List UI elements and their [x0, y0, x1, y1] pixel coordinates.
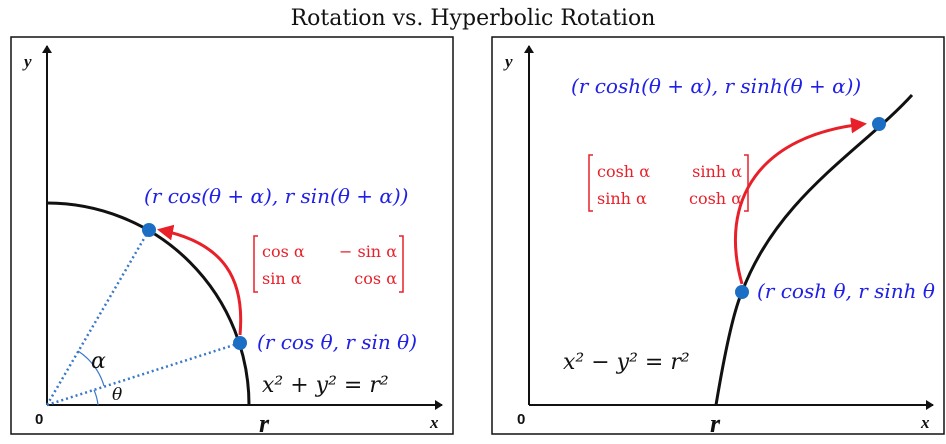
- alpha-angle-arc: [77, 350, 105, 387]
- hyperbolic-rotation-arrow: [733, 117, 867, 285]
- left-panel: y x 0 r α θ (r cos θ, r sin θ) (r cos(θ …: [10, 36, 454, 438]
- left-start-point: [233, 336, 247, 350]
- rotation-matrix: cos α − sin α sin α cos α: [253, 235, 404, 293]
- radius-theta-alpha-line: [45, 229, 151, 406]
- right-x-axis-label: x: [920, 413, 930, 432]
- matrix-r2c2: cos α: [354, 269, 397, 288]
- right-panel-frame: [491, 36, 945, 435]
- right-origin-label: 0: [517, 411, 525, 428]
- hmatrix-r2c2: cosh α: [689, 189, 742, 208]
- rotation-arrow: [157, 224, 243, 336]
- left-panel-frame: [10, 36, 454, 435]
- right-end-point: [872, 117, 886, 131]
- hmatrix-r1c1: cosh α: [597, 162, 650, 181]
- hmatrix-r1c2: sinh α: [692, 162, 742, 181]
- right-r-label: r: [710, 409, 721, 438]
- matrix-r1c2: − sin α: [339, 242, 397, 261]
- left-end-point: [142, 223, 156, 237]
- circle-arc: [46, 201, 251, 406]
- right-end-point-label: (r cosh(θ + α), r sinh(θ + α)): [571, 74, 861, 98]
- theta-angle-arc: [93, 389, 99, 406]
- theta-label: θ: [112, 385, 122, 405]
- left-r-label: r: [259, 409, 270, 438]
- matrix-left-bracket: [253, 235, 258, 293]
- hmatrix-r2c1: sinh α: [597, 189, 647, 208]
- right-panel: y x 0 r (r cosh θ, r sinh θ (r cosh(θ + …: [491, 36, 945, 438]
- circle-equation: x² + y² = r²: [262, 373, 389, 398]
- hmatrix-left-bracket: [588, 154, 593, 212]
- matrix-right-bracket: [399, 235, 404, 293]
- alpha-label: α: [91, 349, 106, 374]
- right-y-axis-label: y: [503, 52, 513, 71]
- left-x-axis-label: x: [429, 413, 439, 432]
- left-end-point-label: (r cos(θ + α), r sin(θ + α)): [144, 184, 408, 208]
- hyperbolic-matrix: cosh α sinh α sinh α cosh α: [588, 154, 749, 212]
- left-origin-label: 0: [35, 411, 43, 428]
- hmatrix-right-bracket: [744, 154, 749, 212]
- hyperbola-equation: x² − y² = r²: [563, 350, 690, 375]
- radius-theta-line: [46, 341, 241, 407]
- right-start-point-label: (r cosh θ, r sinh θ: [757, 279, 935, 303]
- matrix-r1c1: cos α: [262, 242, 305, 261]
- figure-title: Rotation vs. Hyperbolic Rotation: [291, 6, 656, 31]
- matrix-r2c1: sin α: [262, 269, 302, 288]
- left-y-axis-label: y: [22, 52, 32, 71]
- right-start-point: [735, 285, 749, 299]
- left-start-point-label: (r cos θ, r sin θ): [257, 330, 417, 354]
- hyperbola-curve: [714, 93, 914, 406]
